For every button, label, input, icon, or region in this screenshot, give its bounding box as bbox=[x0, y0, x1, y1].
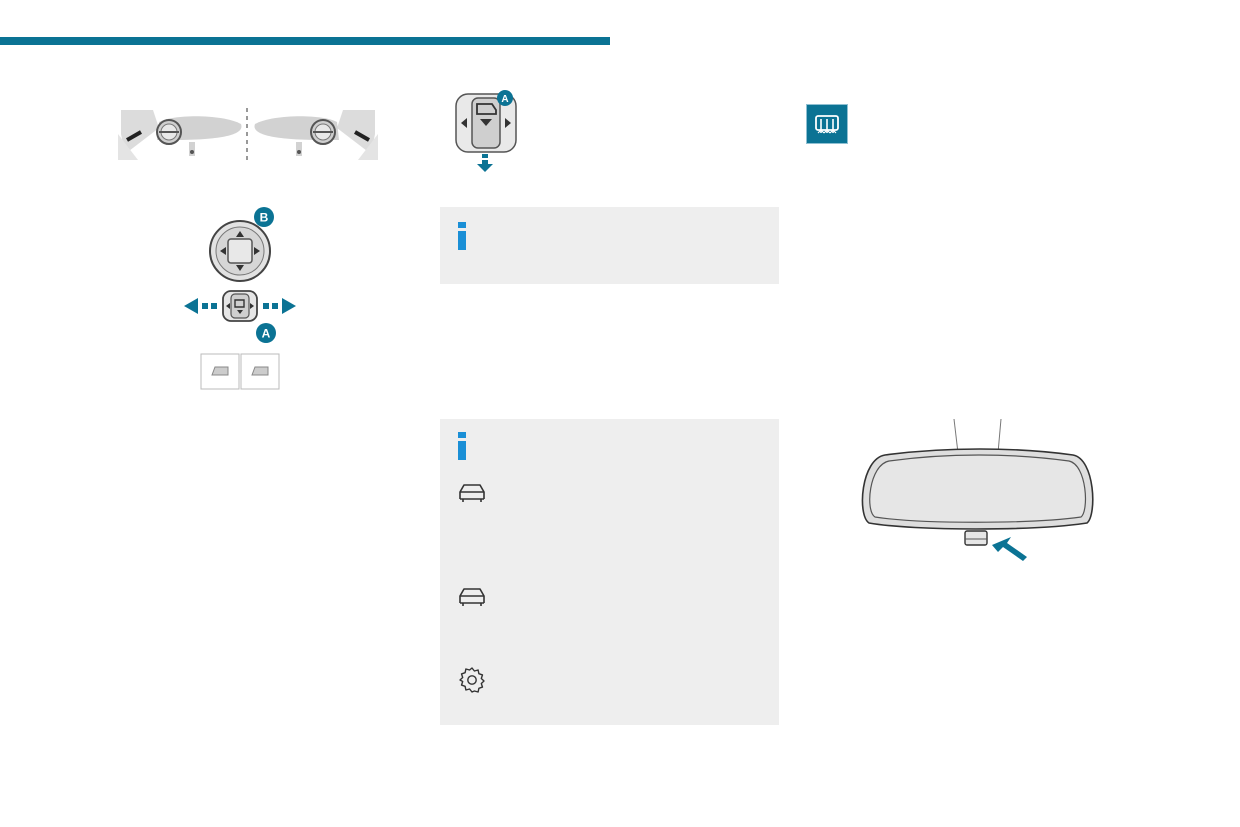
svg-text:A: A bbox=[501, 94, 508, 105]
interior-rear-view-mirror bbox=[855, 415, 1100, 565]
left-mirror-view bbox=[118, 110, 242, 160]
info-icon bbox=[458, 222, 466, 250]
info-icon bbox=[458, 432, 466, 460]
label-a-badge: A bbox=[497, 90, 513, 106]
car-front-icon bbox=[457, 481, 487, 503]
label-a-badge: A bbox=[256, 323, 276, 343]
down-arrow bbox=[477, 154, 493, 172]
mirror-select-buttons bbox=[200, 353, 280, 390]
rear-defrost-icon bbox=[806, 104, 848, 144]
press-arrow bbox=[992, 537, 1027, 561]
door-mirror-views-illustration bbox=[113, 104, 383, 164]
gear-icon bbox=[457, 665, 487, 695]
svg-text:A: A bbox=[262, 327, 271, 341]
info-settings-box bbox=[440, 419, 779, 725]
header-accent-bar bbox=[0, 37, 610, 45]
label-b-badge: B bbox=[254, 207, 274, 227]
right-mirror-view bbox=[254, 110, 378, 160]
svg-text:B: B bbox=[260, 211, 269, 225]
left-right-arrows bbox=[184, 298, 296, 314]
adjustment-joystick bbox=[209, 220, 271, 282]
mirror-fold-switch-illustration: A bbox=[452, 88, 522, 174]
car-front-icon bbox=[457, 585, 487, 607]
info-note-box bbox=[440, 207, 779, 284]
mirror-control-illustration: B A bbox=[180, 205, 304, 391]
mirror-selector-knob bbox=[222, 290, 258, 322]
